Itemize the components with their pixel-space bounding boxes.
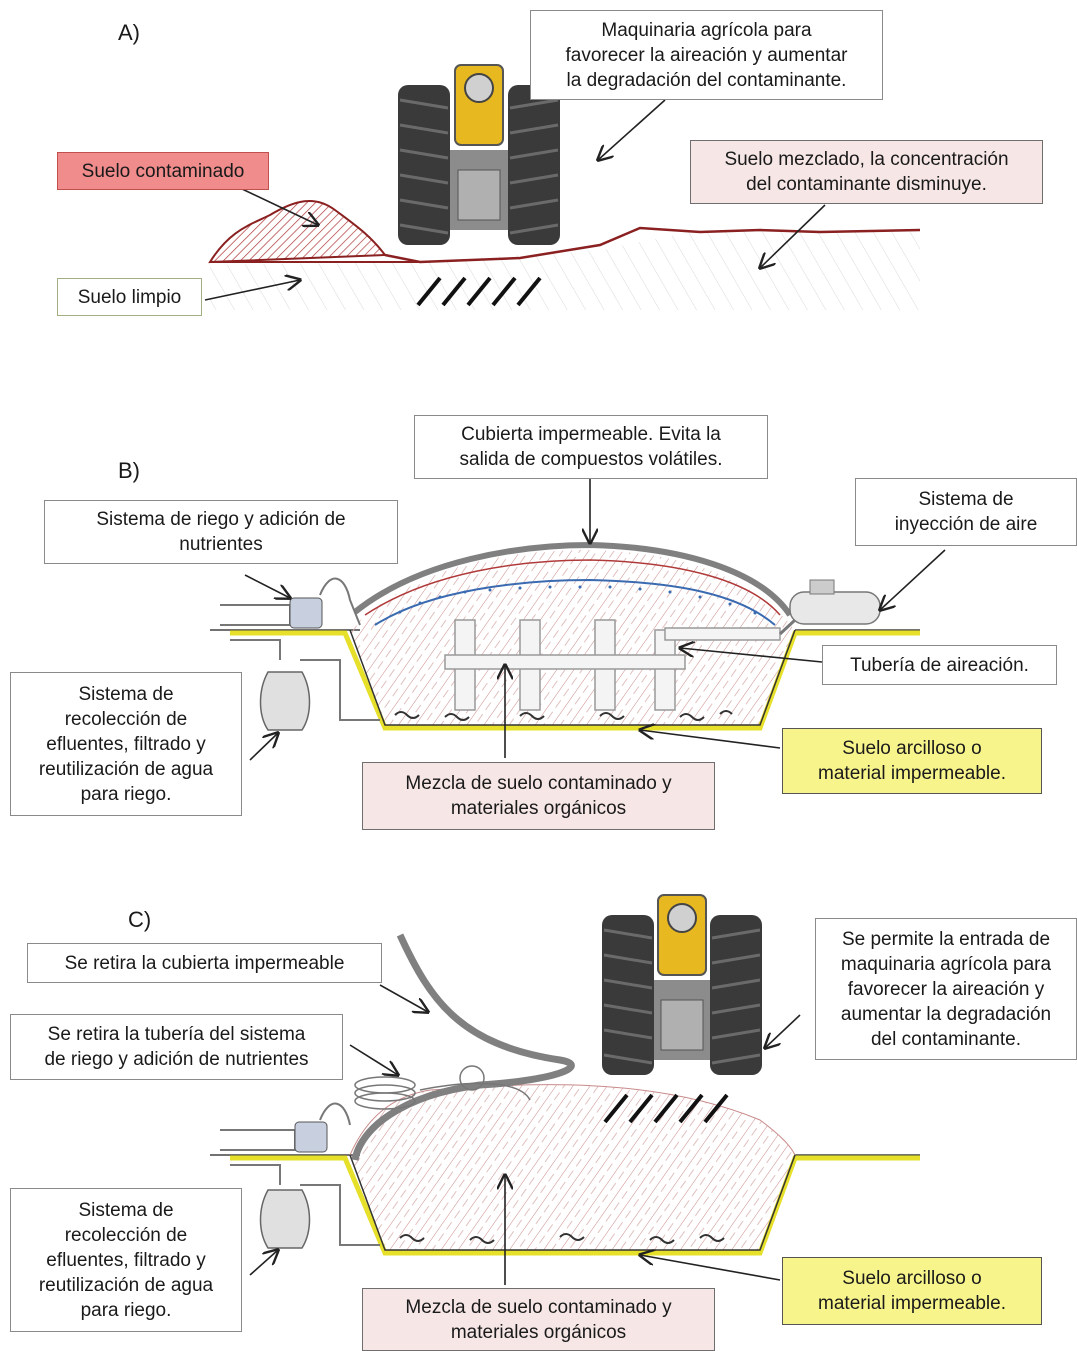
effluent-tank-icon (261, 672, 310, 730)
label-aeration-pipe: Tubería de aireación. (822, 645, 1057, 685)
label-machinery-a: Maquinaria agrícola para favorecer la ai… (530, 10, 883, 100)
panel-b-letter: B) (118, 458, 140, 484)
panel-a-letter: A) (118, 20, 140, 46)
contaminated-soil-pile (210, 201, 385, 262)
label-remove-pipe: Se retira la tubería del sistema de rieg… (10, 1014, 343, 1080)
panel-c-letter: C) (128, 907, 151, 933)
label-air-injection: Sistema de inyección de aire (855, 478, 1077, 546)
label-mixed-soil: Suelo mezclado, la concentración del con… (690, 140, 1043, 204)
label-effluent-system-c: Sistema de recolección de efluentes, fil… (10, 1188, 242, 1332)
label-irrigation-system: Sistema de riego y adición de nutrientes (44, 500, 398, 564)
label-cover: Cubierta impermeable. Evita la salida de… (414, 415, 768, 479)
effluent-tank-icon-c (261, 1190, 310, 1248)
label-soil-mixture-c: Mezcla de suelo contaminado y materiales… (362, 1288, 715, 1351)
label-contaminated-soil: Suelo contaminado (57, 152, 269, 190)
label-clean-soil: Suelo limpio (57, 278, 202, 316)
panel-b-illustration (210, 545, 920, 730)
label-remove-cover: Se retira la cubierta impermeable (27, 943, 382, 983)
pump-icon-c (295, 1122, 327, 1152)
label-soil-mixture-b: Mezcla de suelo contaminado y materiales… (362, 762, 715, 830)
label-machinery-c: Se permite la entrada de maquinaria agrí… (815, 918, 1077, 1060)
pump-icon (290, 598, 322, 628)
tractor-c-icon (602, 895, 762, 1075)
soil-mixture-c (350, 1085, 795, 1250)
label-clay-liner-b: Suelo arcilloso o material impermeable. (782, 728, 1042, 794)
air-compressor-icon (780, 580, 880, 634)
label-effluent-system-b: Sistema de recolección de efluentes, fil… (10, 672, 242, 816)
label-clay-liner-c: Suelo arcilloso o material impermeable. (782, 1257, 1042, 1325)
